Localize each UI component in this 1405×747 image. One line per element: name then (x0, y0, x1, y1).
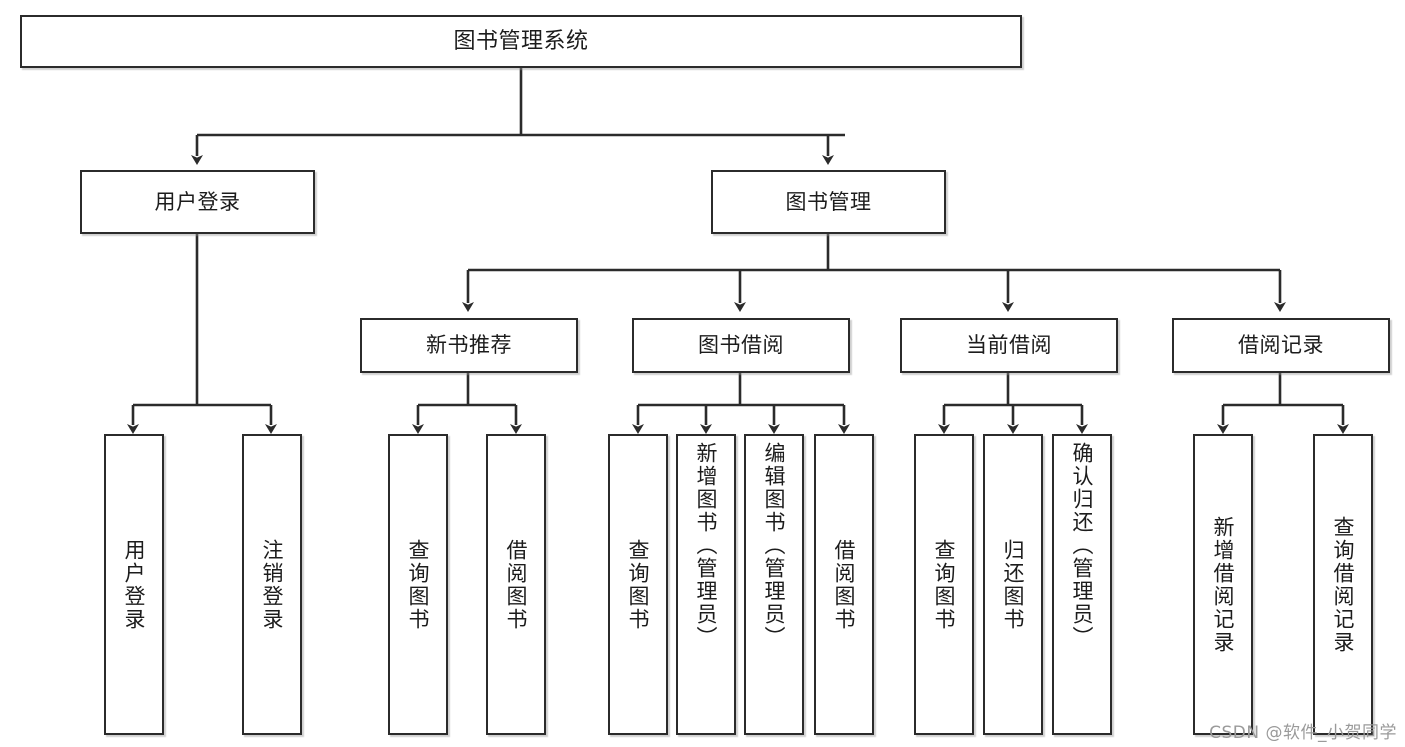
leaf-borrow-book-2[interactable]: 借阅图书 (814, 434, 874, 735)
leaf-edit-book[interactable]: 编辑图书（管理员） (744, 434, 804, 735)
leaf-confirm-return[interactable]: 确认归还（管理员） (1052, 434, 1112, 735)
leaf-add-book-label: 新增图书（管理员） (694, 442, 719, 649)
node-root-label: 图书管理系统 (453, 28, 589, 54)
leaf-query-book-3[interactable]: 查询图书 (914, 434, 974, 735)
node-current-borrow-label: 当前借阅 (966, 333, 1052, 358)
node-borrow-record[interactable]: 借阅记录 (1172, 318, 1390, 373)
node-root[interactable]: 图书管理系统 (20, 15, 1022, 68)
node-book-manage-label: 图书管理 (785, 189, 872, 214)
leaf-add-book[interactable]: 新增图书（管理员） (676, 434, 736, 735)
node-new-book-rec[interactable]: 新书推荐 (360, 318, 578, 373)
leaf-add-record[interactable]: 新增借阅记录 (1193, 434, 1253, 735)
csdn-watermark: CSDN @软件_小贺同学 (1209, 723, 1397, 743)
node-book-borrow-label: 图书借阅 (698, 333, 784, 358)
leaf-query-book-1[interactable]: 查询图书 (388, 434, 448, 735)
leaf-borrow-book-2-label: 借阅图书 (832, 538, 857, 631)
node-new-book-rec-label: 新书推荐 (426, 333, 512, 358)
leaf-user-login[interactable]: 用户登录 (104, 434, 164, 735)
node-book-manage[interactable]: 图书管理 (711, 170, 946, 234)
leaf-query-book-2-label: 查询图书 (626, 538, 651, 631)
leaf-return-book-label: 归还图书 (1001, 538, 1026, 631)
leaf-user-logout-label: 注销登录 (260, 538, 285, 631)
leaf-confirm-return-label: 确认归还（管理员） (1070, 442, 1095, 649)
leaf-query-record[interactable]: 查询借阅记录 (1313, 434, 1373, 735)
node-book-borrow[interactable]: 图书借阅 (632, 318, 850, 373)
leaf-borrow-book-1-label: 借阅图书 (504, 538, 529, 631)
leaf-borrow-book-1[interactable]: 借阅图书 (486, 434, 546, 735)
leaf-query-book-1-label: 查询图书 (406, 538, 431, 631)
node-user-login-label: 用户登录 (154, 189, 241, 214)
leaf-user-login-label: 用户登录 (122, 538, 147, 631)
leaf-query-record-label: 查询借阅记录 (1331, 515, 1356, 654)
node-current-borrow[interactable]: 当前借阅 (900, 318, 1118, 373)
leaf-add-record-label: 新增借阅记录 (1211, 515, 1236, 654)
leaf-query-book-2[interactable]: 查询图书 (608, 434, 668, 735)
node-borrow-record-label: 借阅记录 (1238, 333, 1324, 358)
leaf-return-book[interactable]: 归还图书 (983, 434, 1043, 735)
leaf-user-logout[interactable]: 注销登录 (242, 434, 302, 735)
node-user-login[interactable]: 用户登录 (80, 170, 315, 234)
leaf-query-book-3-label: 查询图书 (932, 538, 957, 631)
leaf-edit-book-label: 编辑图书（管理员） (762, 442, 787, 649)
